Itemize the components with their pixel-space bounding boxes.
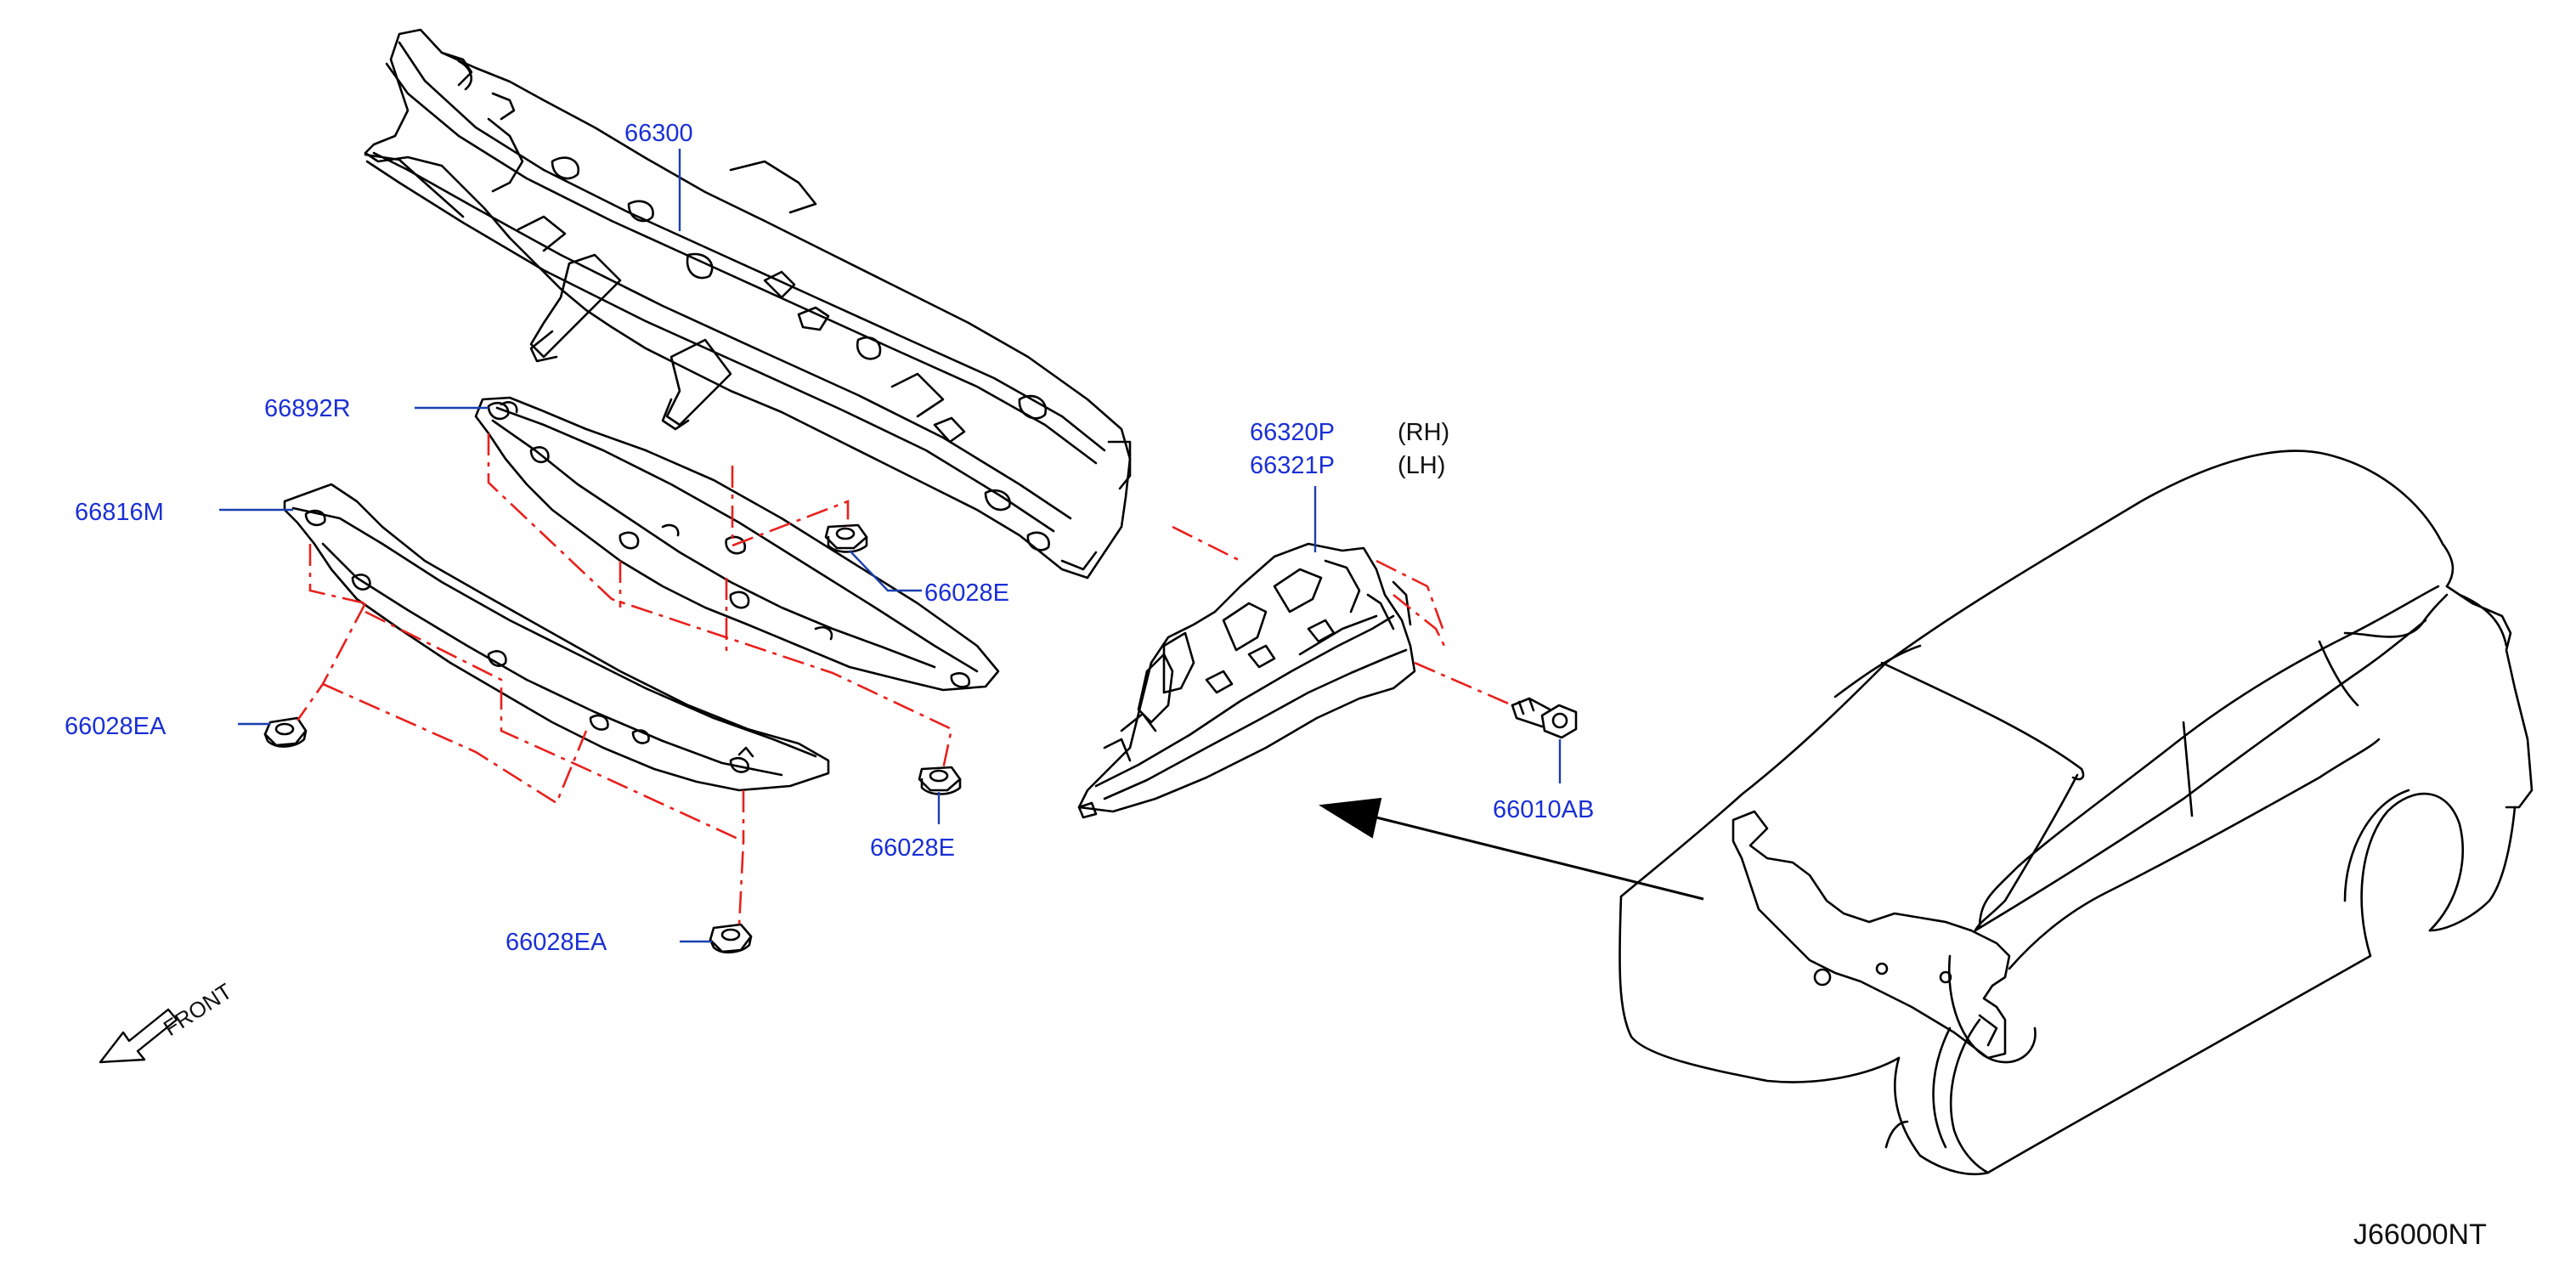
callout-labels: 66300 66892R 66816M 66028E 66028E 66028E… — [65, 120, 1594, 956]
clip-66028E-bottom[interactable] — [918, 766, 962, 795]
label-66028EA-left: 66028EA — [65, 713, 167, 740]
front-indicator: FRONT — [99, 978, 237, 1064]
seal-66816M[interactable] — [283, 483, 830, 792]
clip-66028EA-left[interactable] — [263, 716, 308, 748]
label-66010AB: 66010AB — [1493, 796, 1594, 823]
label-66321P: 66321P — [1250, 452, 1335, 479]
cowl-top-panel-66300[interactable] — [364, 28, 1132, 580]
label-66816M: 66816M — [75, 499, 164, 526]
clip-66028EA-bottom[interactable] — [709, 923, 753, 953]
clip-66028E-top[interactable] — [824, 523, 868, 553]
label-lh: (LH) — [1398, 452, 1445, 479]
label-66028E-bottom: 66028E — [870, 834, 955, 862]
label-66028EA-bottom: 66028EA — [506, 929, 607, 956]
label-66892R: 66892R — [264, 395, 351, 422]
assembly-lines — [296, 433, 1513, 927]
label-66028E-top: 66028E — [924, 580, 1009, 607]
vehicle-illustration — [1618, 450, 2534, 1176]
label-66300: 66300 — [624, 120, 693, 147]
label-rh: (RH) — [1398, 419, 1449, 446]
bolt-66010AB[interactable] — [1511, 697, 1578, 739]
side-cover-66320P-66321P[interactable] — [1077, 542, 1416, 819]
locator-arrow — [1319, 797, 1704, 901]
arrow-down-left-icon — [99, 1008, 178, 1064]
front-label: FRONT — [159, 978, 237, 1041]
diagram-reference-code: J66000NT — [2353, 1219, 2487, 1251]
label-66320P: 66320P — [1250, 419, 1335, 446]
leader-lines — [219, 149, 1562, 943]
